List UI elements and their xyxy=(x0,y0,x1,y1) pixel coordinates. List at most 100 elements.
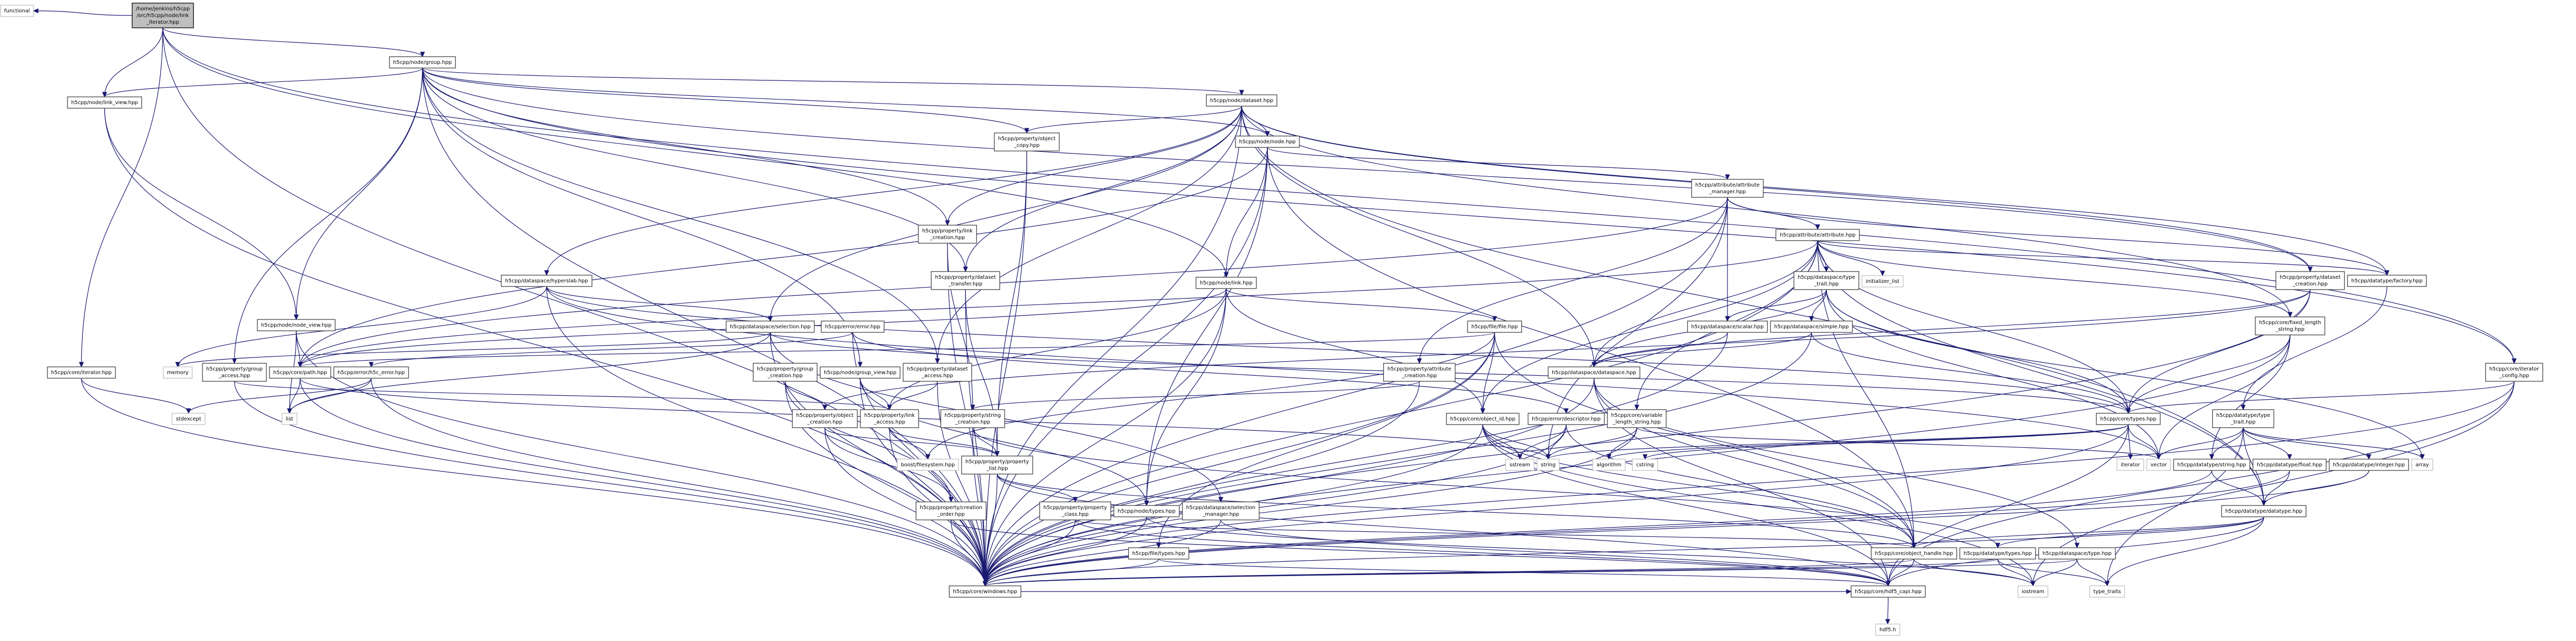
graph-node-h5c-error[interactable]: h5cpp/error/h5c_error.hpp xyxy=(333,366,409,379)
node-label: h5cpp/core/iterator.hpp xyxy=(51,370,112,376)
graph-node-file[interactable]: h5cpp/file/file.hpp xyxy=(1467,320,1522,333)
graph-node-file-types[interactable]: h5cpp/file/types.hpp xyxy=(1128,547,1190,560)
graph-node-simple[interactable]: h5cpp/dataspace/simple.hpp xyxy=(1770,320,1853,333)
node-label: h5cpp/dataspace/selection xyxy=(1186,505,1255,511)
graph-node-creation-order[interactable]: h5cpp/property/creation_order.hpp xyxy=(916,501,987,520)
graph-node-property-class[interactable]: h5cpp/property/property_class.hpp xyxy=(1039,501,1111,520)
graph-node-attribute-creation[interactable]: h5cpp/property/attribute_creation.hpp xyxy=(1383,363,1456,382)
graph-node-link-view[interactable]: h5cpp/node/link_view.hpp xyxy=(67,96,142,109)
graph-node-selection[interactable]: h5cpp/dataspace/selection.hpp xyxy=(725,320,815,333)
node-label: _creation.hpp xyxy=(929,235,965,241)
edge-group-to-dataset-creation xyxy=(422,68,2311,272)
arrowhead-icon xyxy=(2209,454,2214,460)
graph-node-scalar[interactable]: h5cpp/dataspace/scalar.hpp xyxy=(1687,320,1768,333)
node-box xyxy=(389,56,456,69)
node-box xyxy=(2018,585,2048,598)
node-label: boost/filesystem.hpp xyxy=(901,462,955,468)
node-label: h5cpp/node/node.hpp xyxy=(1239,139,1296,145)
edge-object-copy-to-property-list xyxy=(996,150,1027,457)
graph-node-dataspace[interactable]: h5cpp/dataspace/dataspace.hpp xyxy=(1548,366,1640,379)
graph-node-link-access[interactable]: h5cpp/property/link_access.hpp xyxy=(860,409,919,428)
node-label: h5cpp/property/property xyxy=(965,459,1029,465)
graph-node-dt-string[interactable]: h5cpp/datatype/string.hpp xyxy=(2173,459,2250,471)
graph-node-windows[interactable]: h5cpp/core/windows.hpp xyxy=(948,585,1022,598)
edge-group-to-group-view xyxy=(422,68,861,367)
edge-dataset-to-fixed-length-string xyxy=(1241,106,2291,317)
graph-node-dt-types[interactable]: h5cpp/datatype/types.hpp xyxy=(1959,547,2036,560)
graph-node-link[interactable]: h5cpp/node/link.hpp xyxy=(1195,277,1257,289)
graph-node-object-copy[interactable]: h5cpp/property/object_copy.hpp xyxy=(994,132,1060,151)
arrowhead-icon xyxy=(1725,316,1730,322)
graph-node-iterator-config[interactable]: h5cpp/core/iterator_config.hpp xyxy=(2485,363,2544,382)
edge-link-access-to-property-list xyxy=(889,427,998,457)
graph-node-property-list[interactable]: h5cpp/property/property_list.hpp xyxy=(961,456,1033,475)
node-box xyxy=(2411,459,2433,471)
arrowhead-icon xyxy=(1024,128,1029,134)
graph-node-descriptor[interactable]: h5cpp/error/descriptor.hpp xyxy=(1528,413,1605,425)
graph-node-group[interactable]: h5cpp/node/group.hpp xyxy=(389,56,456,69)
graph-node-link-creation[interactable]: h5cpp/property/link_creation.hpp xyxy=(918,225,977,244)
edge-hyperslab-to-selection xyxy=(546,286,771,322)
edge-ds-type-to-windows xyxy=(985,559,2078,586)
node-label: hdf5.h xyxy=(1879,627,1896,633)
graph-node-attribute-manager[interactable]: h5cpp/attribute/attribute_manager.hpp xyxy=(1691,179,1764,198)
node-box xyxy=(1235,136,1300,148)
node-box xyxy=(821,320,885,333)
graph-node-dt-float[interactable]: h5cpp/datatype/float.hpp xyxy=(2252,459,2327,471)
node-label: _copy.hpp xyxy=(1013,143,1040,148)
node-label: h5cpp/dataspace/dataspace.hpp xyxy=(1552,370,1636,376)
graph-node-dataset-access[interactable]: h5cpp/property/dataset_access.hpp xyxy=(903,363,972,382)
graph-node-string-creation[interactable]: h5cpp/property/string_creation.hpp xyxy=(940,409,1005,428)
node-box xyxy=(202,363,267,382)
arrowhead-icon xyxy=(2384,270,2389,276)
graph-node-error[interactable]: h5cpp/error/error.hpp xyxy=(821,320,885,333)
graph-node-dt-integer[interactable]: h5cpp/datatype/integer.hpp xyxy=(2329,459,2409,471)
node-box xyxy=(257,319,336,331)
graph-node-fixed-length-string[interactable]: h5cpp/core/fixed_length_string.hpp xyxy=(2255,316,2326,335)
graph-node-core-types[interactable]: h5cpp/core/types.hpp xyxy=(2096,413,2161,425)
edge-core-types-to-string xyxy=(1548,424,2129,460)
graph-node-iterator[interactable]: h5cpp/core/iterator.hpp xyxy=(47,366,116,379)
edge-dataset-to-link-creation xyxy=(947,106,1242,226)
graph-node-group-creation[interactable]: h5cpp/property/group_creation.hpp xyxy=(753,363,818,382)
graph-node-node-view[interactable]: h5cpp/node/node_view.hpp xyxy=(257,319,336,331)
node-label: functional xyxy=(4,8,30,14)
graph-node-initializer-list: initializer_list xyxy=(1861,275,1904,288)
graph-node-object-creation[interactable]: h5cpp/property/object_creation.hpp xyxy=(792,409,858,428)
graph-node-object-handle[interactable]: h5cpp/core/object_handle.hpp xyxy=(1871,547,1957,560)
arrowhead-icon xyxy=(1885,619,1890,625)
node-label: h5cpp/core/object_id.hpp xyxy=(1450,416,1515,422)
graph-node-dt-type-trait[interactable]: h5cpp/datatype/type_trait.hpp xyxy=(2212,409,2275,428)
graph-node-selection-manager[interactable]: h5cpp/dataspace/selection_manager.hpp xyxy=(1182,501,1260,520)
graph-node-link-iterator[interactable]: /home/jenkins/h5cpp/src/h5cpp/node/link_… xyxy=(131,3,194,28)
graph-node-ds-type[interactable]: h5cpp/dataspace/type.hpp xyxy=(2038,547,2116,560)
edge-group-creation-to-object-creation xyxy=(785,381,825,410)
node-label: _transfer.hpp xyxy=(948,281,982,287)
graph-node-dataset[interactable]: h5cpp/node/dataset.hpp xyxy=(1206,94,1278,107)
node-label: h5cpp/node/link.hpp xyxy=(1200,280,1253,286)
graph-node-ds-type-trait[interactable]: h5cpp/dataspace/type_trait.hpp xyxy=(1793,271,1859,290)
graph-node-path[interactable]: h5cpp/core/path.hpp xyxy=(269,366,331,379)
graph-node-hdf5-capi[interactable]: h5cpp/core/hdf5_capi.hpp xyxy=(1851,585,1926,598)
arrowhead-icon xyxy=(857,362,863,368)
graph-node-group-access[interactable]: h5cpp/property/group_access.hpp xyxy=(202,363,267,382)
edge-dt-integer-to-datatype xyxy=(2263,470,2369,506)
graph-node-dataset-creation[interactable]: h5cpp/property/dataset_creation.hpp xyxy=(2275,271,2345,290)
graph-node-object-id[interactable]: h5cpp/core/object_id.hpp xyxy=(1446,413,1520,425)
arrowhead-icon xyxy=(925,454,930,460)
graph-node-dataset-transfer[interactable]: h5cpp/property/dataset_transfer.hpp xyxy=(930,271,1001,290)
graph-node-variable-length-string[interactable]: h5cpp/core/variable_length_string.hpp xyxy=(1607,409,1667,428)
arrowhead-icon xyxy=(32,8,39,13)
graph-node-hyperslab[interactable]: h5cpp/dataspace/hyperslab.hpp xyxy=(501,275,592,287)
graph-node-node[interactable]: h5cpp/node/node.hpp xyxy=(1235,136,1300,148)
graph-node-datatype[interactable]: h5cpp/datatype/datatype.hpp xyxy=(2221,505,2307,517)
graph-node-node-types[interactable]: h5cpp/node/types.hpp xyxy=(1113,505,1180,517)
node-label: _iterator.hpp xyxy=(146,20,179,25)
graph-node-group-view[interactable]: h5cpp/node/group_view.hpp xyxy=(820,366,901,379)
edge-object-id-to-hdf5-capi xyxy=(1482,424,1889,586)
edge-error-to-h5c-error xyxy=(370,332,853,367)
graph-node-attribute[interactable]: h5cpp/attribute/attribute.hpp xyxy=(1775,229,1860,241)
edge-object-handle-to-iostream xyxy=(1913,559,2033,586)
graph-node-dt-factory[interactable]: h5cpp/datatype/factory.hpp xyxy=(2347,275,2427,287)
edge-dataset-access-to-windows xyxy=(937,381,986,586)
